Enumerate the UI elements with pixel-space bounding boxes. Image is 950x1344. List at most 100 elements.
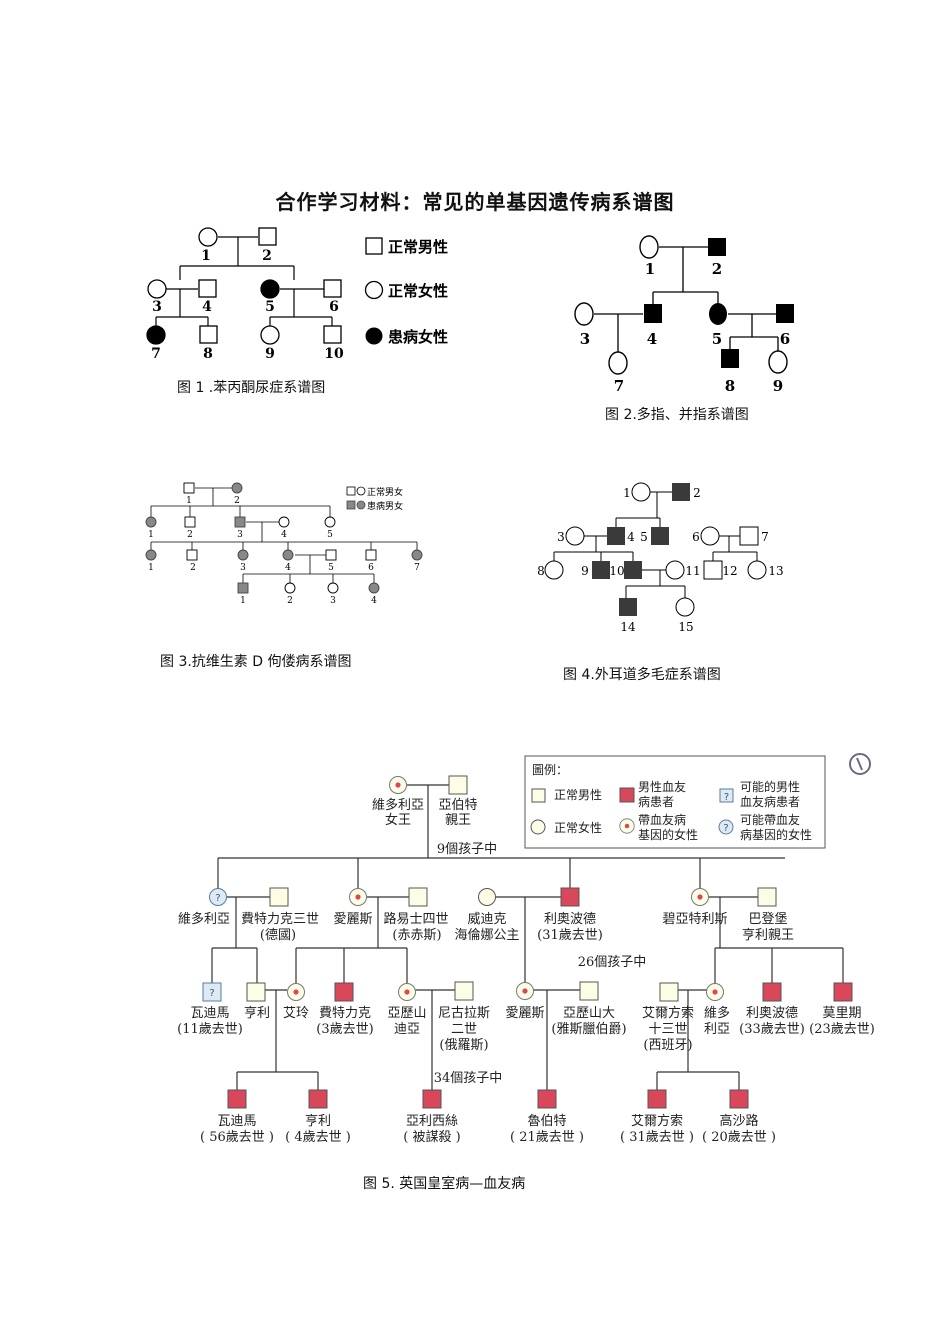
fig3-id-IV-4: 4 — [371, 596, 377, 606]
fig3-id-II-1: 1 — [148, 530, 154, 540]
fig5-label-irene: 艾玲 — [283, 1006, 309, 1021]
fig5-nicholas-ii — [454, 981, 474, 1001]
fig4-individual-6 — [700, 526, 720, 546]
fig5-rupert — [537, 1089, 557, 1109]
fig3-id-II-2: 2 — [187, 530, 193, 540]
fig5-label-helena-2: 海倫娜公主 — [454, 928, 519, 943]
fig2-individual-9 — [768, 350, 788, 374]
fig1-individual-10 — [323, 325, 342, 344]
fig3-III-7 — [411, 549, 423, 561]
fig4-individual-10 — [624, 561, 642, 579]
fig5-label-albert-2: 親王 — [445, 813, 471, 828]
fig3-legend-normal: 正常男女 — [367, 486, 403, 498]
fig5-label-waldemar2-2: ( 56歲去世 ) — [200, 1130, 274, 1145]
fig5-label-frederick-s-1: 費特力克 — [319, 1006, 371, 1021]
fig5-henry-prussia — [308, 1089, 328, 1109]
fig4-individual-12 — [703, 560, 723, 580]
fig5-label-alfonso2-2: ( 31歲去世 ) — [620, 1130, 694, 1145]
fig5-label-frederick-1: 費特力克三世 — [241, 912, 319, 927]
fig5-helena — [478, 888, 496, 906]
fig4-individual-15 — [675, 597, 695, 617]
fig4-id-3: 3 — [557, 530, 565, 544]
pedigree-fig2: 1 2 3 4 5 6 7 8 9 — [574, 235, 794, 395]
fig1-caption: 图 1 .苯丙酮尿症系谱图 — [177, 380, 326, 396]
fig1-legend-affected: 患病女性 — [388, 328, 448, 346]
fig1-id-2: 2 — [262, 248, 272, 264]
fig5-label-alexei-1: 亞利西絲 — [406, 1114, 458, 1129]
fig5-legend-possible-male-2: 血友病患者 — [740, 794, 800, 809]
fig1-id-7: 7 — [151, 346, 161, 362]
fig4-individual-11 — [665, 560, 685, 580]
fig3-id-III-6: 6 — [368, 563, 374, 573]
fig5-victoria-queen — [389, 776, 407, 794]
fig2-id-3: 3 — [580, 330, 590, 348]
fig3-III-3 — [237, 549, 249, 561]
fig2-individual-6 — [776, 304, 794, 323]
fig1-id-5: 5 — [265, 299, 275, 315]
fig2-id-1: 1 — [645, 260, 655, 278]
fig4-individual-7 — [739, 526, 759, 546]
fig2-individual-8 — [721, 349, 739, 368]
fig5-label-alexander-2: (雅斯臘伯爵) — [551, 1022, 626, 1037]
fig4-id-8: 8 — [537, 564, 545, 578]
fig5-label-alice: 愛麗斯 — [333, 912, 372, 927]
fig3-id-IV-1: 1 — [240, 596, 246, 606]
fig4-individual-13 — [747, 560, 767, 580]
fig5-legend-hemo-male-1: 男性血友 — [638, 780, 686, 794]
fig4-caption: 图 4.外耳道多毛症系谱图 — [563, 667, 721, 683]
fig5-victoria-daughter-q: ? — [215, 893, 220, 904]
fig4-id-12: 12 — [722, 564, 737, 578]
fig5-label-albert-1: 亞伯特 — [438, 798, 477, 813]
fig4-individual-8 — [544, 560, 564, 580]
fig4-individual-2 — [672, 483, 690, 501]
fig5-legend-possible-female-symbol — [718, 819, 734, 835]
fig5-label-gonzalo-1: 高沙路 — [719, 1113, 758, 1129]
fig5-label-leopold-2: (31歲去世) — [537, 928, 603, 943]
fig5-henry — [246, 982, 266, 1002]
fig4-id-14: 14 — [620, 620, 636, 634]
fig5-legend-normal-male: 正常男性 — [554, 788, 602, 802]
fig3-II-3 — [234, 516, 246, 528]
fig1-individual-1 — [198, 227, 218, 247]
fig5-label-henry-b-1: 巴登堡 — [748, 911, 787, 927]
fig5-label-leopold-1: 利奧波德 — [544, 912, 596, 927]
fig5-label-nine-children: 9個孩子中 — [437, 842, 497, 857]
fig5-label-frederick-s-2: (3歲去世) — [316, 1022, 373, 1037]
fig2-id-4: 4 — [647, 330, 657, 348]
fig1-legend-female: 正常女性 — [388, 282, 448, 300]
fig1-individual-3 — [147, 279, 167, 299]
pedigree-fig1: 1 2 3 4 5 6 7 8 9 10 正常男性 正常女性 患病女性 — [146, 227, 448, 362]
fig5-alice-athlone — [516, 982, 534, 1000]
fig2-id-7: 7 — [614, 377, 624, 395]
fig2-individual-1 — [639, 235, 659, 259]
fig5-waldemar-prussia — [227, 1089, 247, 1109]
fig1-individual-7 — [146, 325, 166, 345]
fig2-individual-7 — [608, 351, 628, 375]
fig5-alexei — [422, 1089, 442, 1109]
fig3-IV-2 — [284, 582, 296, 594]
fig5-label-victoria-e-1: 維多 — [704, 1005, 730, 1021]
fig1-legend-female-symbol — [364, 280, 384, 300]
fig1-individual-6 — [323, 279, 342, 298]
fig2-individual-4 — [644, 304, 662, 323]
fig5-label-henry: 亨利 — [244, 1005, 270, 1021]
fig5-waldemar-q: ? — [209, 988, 214, 999]
fig3-III-1 — [145, 549, 157, 561]
fig4-individual-4 — [607, 527, 625, 545]
fig3-II-4 — [278, 516, 290, 528]
fig5-label-maurice-2: (23歲去世) — [809, 1022, 875, 1037]
fig1-individual-2 — [258, 227, 277, 246]
fig3-IV-3 — [327, 582, 339, 594]
fig3-id-II-3: 3 — [237, 530, 243, 540]
fig5-legend-possible-female-2: 病基因的女性 — [740, 827, 812, 842]
fig1-id-10: 10 — [324, 346, 344, 362]
fig4-id-13: 13 — [768, 564, 783, 578]
fig2-id-8: 8 — [725, 377, 735, 395]
fig3-id-I-2: 2 — [234, 496, 240, 506]
fig5-victoria-eugenie — [706, 983, 724, 1001]
fig5-label-nicholas-3: (俄羅斯) — [439, 1038, 488, 1053]
fig5-legend-carrier-symbol — [619, 818, 635, 834]
fig3-III-4 — [282, 549, 294, 561]
fig5-label-alexei-2: ( 被謀殺 ) — [403, 1129, 460, 1145]
fig5-label-leopold2-2: (33歲去世) — [739, 1022, 805, 1037]
